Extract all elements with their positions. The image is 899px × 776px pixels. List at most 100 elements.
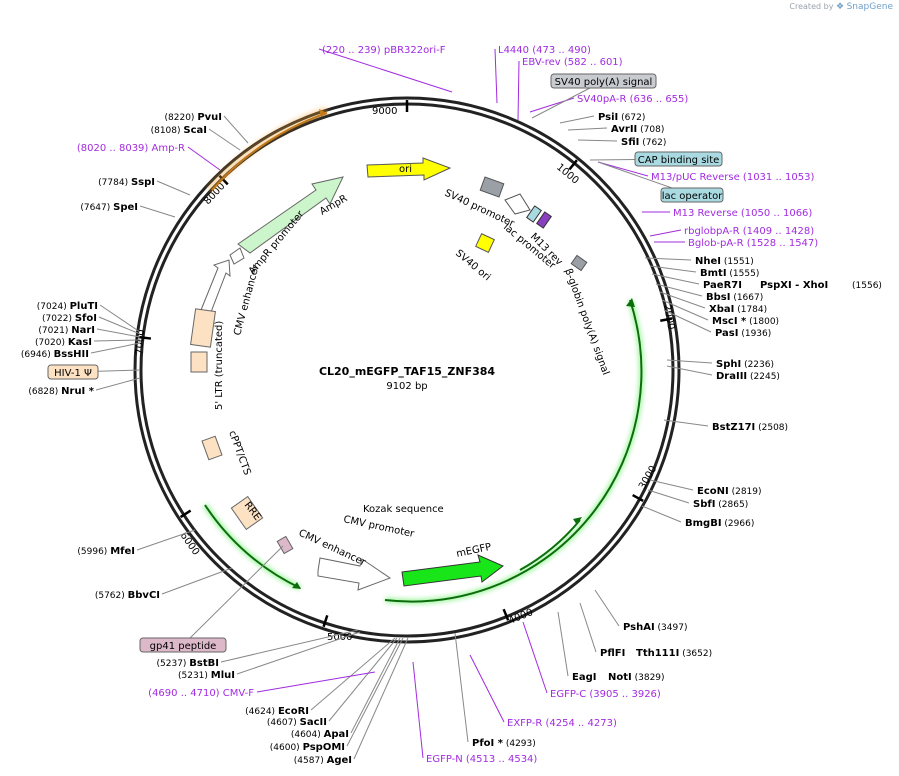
leader-line [655,283,703,297]
enzyme-label: BmtI (1555) [700,268,759,279]
feature-box-label: gp41 peptide [150,641,217,652]
enzyme-label: (7024) PluTI [37,301,98,312]
enzyme-label: (4600) PspOMI [270,742,345,753]
leader-line [220,629,359,663]
enzyme-label: (5762) BbvCI [95,590,160,601]
leader-line [353,637,409,760]
leader-line [136,529,196,551]
primer-label: EBV-rev (582 .. 601) [522,57,623,68]
m13-rev-feature [536,211,552,229]
enzyme-label: BmgBI (2966) [685,518,754,529]
leader-line [649,265,697,273]
feature-box [634,151,723,167]
leader-line [98,316,141,335]
cmv-enhancer-top-label: CMV enhancer [232,263,262,337]
enzyme-label: (7022) SfoI [42,313,97,324]
leader-line [663,309,712,333]
primer-label: (220 .. 239) pBR322ori-F [322,45,446,56]
feature-box-label: HIV-1 Ψ [54,368,92,379]
primer-label: SV40pA-R (636 .. 655) [577,94,688,105]
leader-line [161,567,233,595]
bglobin-feature [570,254,588,272]
primer-label: EXFP-R (4254 .. 4273) [507,718,617,729]
cds-arc-arrowhead [626,298,635,307]
enzyme-label: SfiI (762) [621,137,666,148]
leader-line [454,632,469,743]
feature-box [139,637,227,653]
enzyme-label: PasI (1936) [715,328,771,339]
enzyme-label: NheI (1551) [695,256,754,267]
feature-box-label: SV40 poly(A) signal [555,77,653,88]
leader-line [187,146,221,171]
enzyme-label: PspXI - XhoI [760,280,828,291]
cmv-enhancer-top-feature [200,259,231,313]
ltr-feature [190,308,216,348]
leader-line [412,661,424,759]
primer-label: M13/pUC Reverse (1031 .. 1053) [651,172,814,183]
enzyme-label: AvrII (708) [611,124,664,135]
enzyme-label: EcoNI (2819) [697,486,762,497]
feature-box [660,187,724,203]
tick-label: 7000 [134,329,147,355]
enzyme-label: BbsI (1667) [706,292,763,303]
leader-line [557,611,569,677]
leader-line [594,589,620,627]
leader-line [256,671,376,693]
tick-mark [632,493,644,502]
leader-line [559,115,595,124]
leader-line [649,479,694,491]
plasmid-size: 9102 bp [386,381,427,392]
enzyme-label: (5237) BstBI [157,658,220,669]
lower-left-arrowhead [292,582,301,589]
snapgene-credit: Created by ❖ SnapGene [789,2,893,12]
enzyme-label: SphI (2236) [716,359,774,370]
enzyme-label: PflFI [600,648,625,659]
leader-line [99,304,141,333]
annotation-labels: PsiI (672)AvrII (708)SfiI (762)NheI (155… [21,45,882,766]
cap-site-feature [526,205,542,223]
tick-mark [502,608,510,621]
enzyme-label: (5231) MluI [178,670,235,681]
leader-line [597,161,649,177]
leader-line [661,299,709,321]
ampr-promoter-feature [229,247,245,265]
tick-mark [660,317,673,322]
leader-line [644,257,692,261]
leader-line [517,60,520,121]
leader-line [346,637,404,747]
primer-label: (4690 .. 4710) CMV-F [148,688,254,699]
created-by-text: Created by [789,2,834,11]
enzyme-label: PshAI (3497) [623,622,687,633]
enzyme-label: DraIII (2245) [716,371,780,382]
enzyme-label: (6828) NruI * [28,386,94,397]
leader-line [328,637,398,722]
leader-line [651,273,700,285]
enzyme-label: (7021) NarI [38,325,95,336]
enzyme-label: (7784) SspI [98,177,155,188]
ampr-feature [237,176,344,254]
tick-mark [138,335,152,340]
sv40-promoter-arrow-feature [504,193,531,215]
leader-line [641,505,682,523]
megfp-label: mEGFP [455,542,492,560]
leader-line [318,48,453,93]
leader-line [659,291,706,309]
cppt-feature [201,435,223,461]
leader-line [649,229,682,237]
enzyme-label: EagI [572,672,596,683]
enzyme-label: (6946) BssHII [21,349,89,360]
leader-line [139,205,176,218]
leader-line [666,359,713,364]
enzyme-label: XbaI (1784) [709,304,767,315]
cmv-enhancer-bottom-feature [317,557,392,591]
tick-label: 2000 [661,304,676,331]
tick-label: 5000 [327,632,352,643]
leader-line [577,139,618,142]
enzyme-label: (4607) SacII [267,717,327,728]
tick-label: 4000 [507,607,535,627]
leader-line [208,128,241,151]
cds-arc-glow [384,299,645,605]
enzyme-label: NotI (3829) [608,672,665,683]
leader-line [350,637,401,734]
